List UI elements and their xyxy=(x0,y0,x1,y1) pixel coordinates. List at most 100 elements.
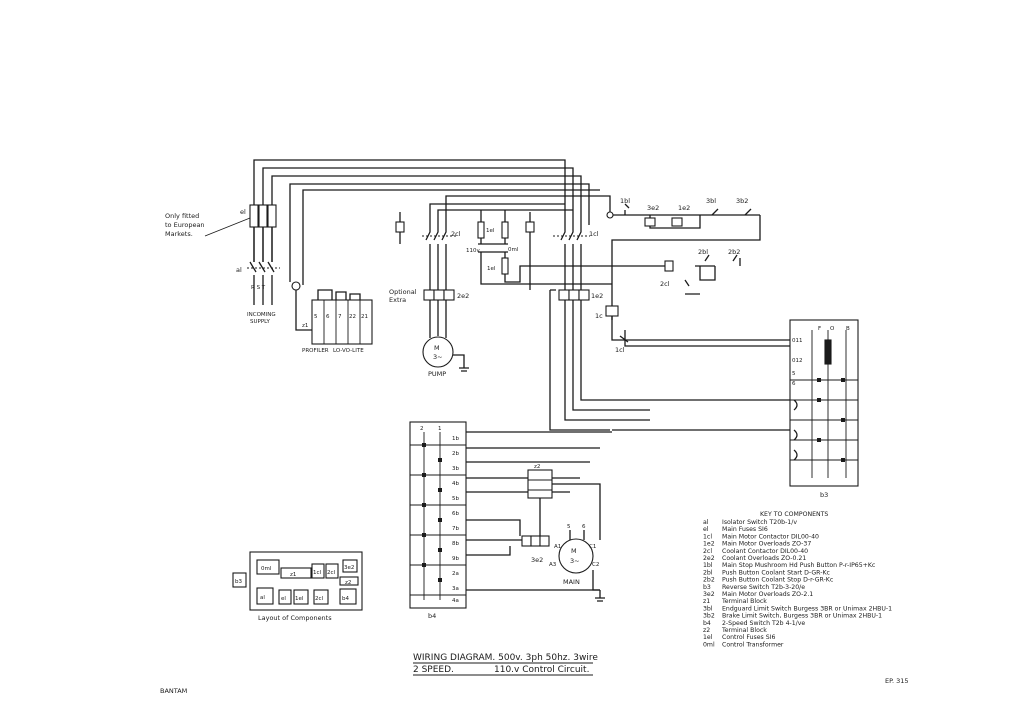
key-description: Isolator Switch T20b-1/v xyxy=(722,519,797,526)
title-block: WIRING DIAGRAM. 500v. 3ph 50hz. 3wire 2 … xyxy=(160,653,909,695)
b4-term-3a: 3a xyxy=(452,586,459,592)
layout-el: el xyxy=(281,596,286,602)
lamp-indicator xyxy=(289,262,316,331)
b4-label: b4 xyxy=(428,612,436,620)
z1-term-7: 7 xyxy=(338,314,342,320)
b4-head-1: 1 xyxy=(438,426,442,432)
terminal-block-z2: z2 xyxy=(527,464,553,499)
main-motor-overloads-3e2: 3e2 xyxy=(466,519,600,591)
2bl-label: 2bl xyxy=(698,248,708,256)
b4-head-2: 2 xyxy=(420,426,424,432)
main-contactor-1cl: 1cl xyxy=(525,212,599,290)
key-code: 2b2 xyxy=(703,577,715,584)
b4-term-8b: 8b xyxy=(452,541,459,547)
title-line2a: 2 SPEED. xyxy=(413,665,454,675)
3e2-label-main: 3e2 xyxy=(531,556,543,564)
z1-term-6: 6 xyxy=(326,314,330,320)
layout-1cl: 1cl xyxy=(313,570,322,576)
european-note-line3: Markets. xyxy=(165,230,193,238)
1cl-label-ctrl: 1cl xyxy=(615,346,625,354)
layout-panel: b3 0ml z1 1cl 2cl 3e2 z2 al el 1el 2cl b… xyxy=(232,551,363,622)
incoming-supply-line2: SUPPLY xyxy=(250,319,270,325)
motor-term-c2: C2 xyxy=(592,562,599,568)
key-description: Control Fuses SI6 xyxy=(722,634,775,641)
110v-label: 110v xyxy=(466,248,480,254)
b4-term-9b: 9b xyxy=(452,556,459,562)
key-code: 3e2 xyxy=(703,591,715,598)
european-note: Only fitted to European Markets. xyxy=(165,212,251,238)
title-line2b: 110.v Control Circuit. xyxy=(494,665,589,675)
motor-term-6: 6 xyxy=(582,524,586,530)
b4-term-7b: 7b xyxy=(452,526,459,532)
b3-term-6: 6 xyxy=(792,381,796,387)
main-overloads-1e2: 1e2 xyxy=(549,289,612,431)
key-code: 1el xyxy=(703,634,713,641)
b4-term-6b: 6b xyxy=(452,511,459,517)
z1-term-22: 22 xyxy=(349,314,356,320)
key-description: Main Motor Overloads ZO-37 xyxy=(722,541,811,548)
key-code: 0ml xyxy=(703,641,715,648)
motor-term-a3: A3 xyxy=(549,562,557,568)
key-code: 1bl xyxy=(703,562,713,569)
layout-z2: z2 xyxy=(345,580,351,586)
z1-term-21: 21 xyxy=(361,314,368,320)
isolator-switch-al: al R S T INCOMING SUPPLY xyxy=(236,227,280,325)
control-circuit: 1bl 3e2 1e2 3bl 3b2 2cl 2bl 2b2 1c 1cl xyxy=(595,197,790,354)
0ml-label: 0ml xyxy=(508,247,519,253)
b3-term-5: 5 xyxy=(792,371,796,377)
key-code: z2 xyxy=(703,627,710,634)
layout-z1: z1 xyxy=(290,572,296,578)
key-code: 1cl xyxy=(703,533,712,540)
z1-term-5: 5 xyxy=(314,314,318,320)
european-note-line1: Only fitted xyxy=(165,212,199,220)
b3-term-012: 012 xyxy=(792,358,803,364)
key-code: 2e2 xyxy=(703,555,715,562)
3b2-label: 3b2 xyxy=(736,197,748,205)
main-motor-3ph: 3~ xyxy=(570,557,580,565)
bantam-label: BANTAM xyxy=(160,687,187,695)
key-code: b4 xyxy=(703,620,711,627)
key-title: KEY TO COMPONENTS xyxy=(760,511,828,518)
1el-label-bottom: 1el xyxy=(487,266,496,272)
key-description: Terminal Block xyxy=(721,627,767,634)
b4-term-1b: 1b xyxy=(452,436,459,442)
1e2-label-ol: 1e2 xyxy=(591,292,603,300)
2b2-label: 2b2 xyxy=(728,248,740,256)
layout-2cl-top: 2cl xyxy=(327,570,336,576)
layout-3e2: 3e2 xyxy=(344,565,354,571)
b3-col-o: O xyxy=(830,326,835,332)
key-code: al xyxy=(703,519,709,526)
b3-label: b3 xyxy=(820,491,828,499)
coolant-overloads-2e2: Optional Extra 2e2 xyxy=(389,288,469,338)
key-description: Reverse Switch T2b-3-20/e xyxy=(722,584,805,591)
main-label: MAIN xyxy=(563,578,580,586)
layout-caption: Layout of Components xyxy=(258,614,332,622)
key-description: Main Motor Contactor DIL00-40 xyxy=(722,533,819,540)
layout-0ml: 0ml xyxy=(261,566,272,572)
key-code: z1 xyxy=(703,598,710,605)
two-speed-switch-b4: 2 1 1b 2b 3b 4b 5b 6b 7b 8b 9b 2a 3a 4a … xyxy=(409,421,612,620)
z2-label: z2 xyxy=(534,464,540,470)
b3-col-b: B xyxy=(846,326,850,332)
1el-label-top: 1el xyxy=(486,228,495,234)
motor-term-a1: A1 xyxy=(554,544,561,550)
b3-col-f: F xyxy=(818,326,821,332)
incoming-supply-line1: INCOMING xyxy=(247,312,276,318)
b4-term-3b: 3b xyxy=(452,466,459,472)
key-description: 2-Speed Switch T2b 4-1/ve xyxy=(722,620,805,627)
main-motor-m: M xyxy=(571,547,577,555)
layout-b4: b4 xyxy=(342,596,349,602)
optional-extra-line2: Extra xyxy=(389,296,406,304)
pump-motor-3ph: 3~ xyxy=(433,353,443,361)
2cl-label: 2cl xyxy=(451,230,461,238)
key-code: 3bl xyxy=(703,605,713,612)
b4-term-5b: 5b xyxy=(452,496,459,502)
motor-term-5: 5 xyxy=(567,524,571,530)
key-description: Main Motor Overloads ZO-2.1 xyxy=(722,591,813,598)
sheet-number: EP. 315 xyxy=(885,677,909,685)
title-line1: WIRING DIAGRAM. 500v. 3ph 50hz. 3wire xyxy=(413,653,598,663)
1e2-label-ctrl: 1e2 xyxy=(678,204,690,212)
key-code: 2bl xyxy=(703,569,713,576)
profiler-label: PROFILER xyxy=(302,348,329,354)
key-description: Coolant Contactor DIL00-40 xyxy=(722,548,808,555)
